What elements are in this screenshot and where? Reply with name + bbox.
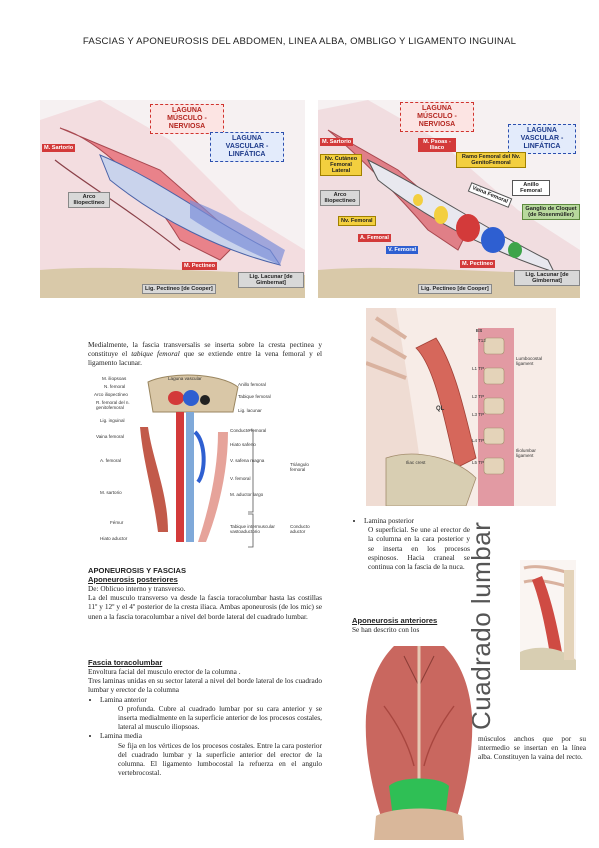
- anteriores-text-b: músculos anchos que por su intermedio se…: [478, 734, 586, 762]
- nv-femoral-label: Nv. Femoral: [338, 216, 376, 227]
- m-pectineo-label-2: M. Pectineo: [460, 260, 496, 269]
- lumbar-illustration: [366, 308, 514, 506]
- fig4-label-iliac-crest: Iliac crest: [406, 460, 426, 465]
- aponeurosis-section: APONEUROSIS Y FASCIAS Aponeurosis poster…: [88, 566, 322, 621]
- lamina-posterior-text: O superficial. Se une al erector de la c…: [368, 525, 470, 572]
- m-sartorio-label-2: M. Sartorio: [320, 138, 354, 147]
- fascia-line1: Envoltura facial del musculo erector de …: [88, 667, 241, 676]
- aponeurosis-anteriores-block: Aponeurosis anteriores Se han descrito c…: [352, 616, 470, 634]
- fig3-label-n-femoral: N. femoral: [104, 384, 126, 389]
- aponeurosis-line2: La del musculo transverso va desde la fa…: [88, 593, 322, 621]
- aponeurosis-posteriores-heading: Aponeurosis posteriores: [88, 575, 178, 584]
- figure-lacunas-right: LAGUNA MÚSCULO - NERVIOSA LAGUNA VASCULA…: [318, 100, 580, 298]
- fig3-label-femur: Fémur: [110, 520, 124, 525]
- lig-pectineo-label: Lig. Pectineo [de Cooper]: [142, 284, 216, 295]
- femoral-illustration: [140, 374, 254, 548]
- fig4-label-es: ES: [476, 328, 483, 333]
- a-femoral-label: A. Femoral: [358, 234, 391, 243]
- fig3-label-lacunar: Lig. lacunar: [238, 408, 262, 413]
- fascia-line2: Tres laminas unidas en su sector lateral…: [88, 676, 322, 695]
- fig4-label-l2: L2 TP: [472, 394, 485, 399]
- fig3-label-iliopsoas: M. iliopsoas: [102, 376, 127, 381]
- figure-cuadrado-small: [520, 560, 576, 670]
- fascia-section: Fascia toracolumbar Envoltura facial del…: [88, 658, 322, 777]
- figure-lacunas-left: LAGUNA MÚSCULO - NERVIOSA LAGUNA VASCULA…: [40, 100, 305, 298]
- m-pectineo-label: M. Pectineo: [182, 262, 218, 271]
- fig4-label-lumbocostal: Lumbocostal ligament: [516, 356, 543, 366]
- lamina-posterior-block: Lamina posterior O superficial. Se une a…: [352, 516, 470, 571]
- lamina-posterior-title: Lamina posterior: [364, 516, 415, 525]
- page-title: FASCIAS Y APONEUROSIS DEL ABDOMEN, LINEA…: [82, 36, 517, 47]
- nv-cutaneo-label: Nv. Cutáneo Femoral Lateral: [320, 154, 362, 177]
- laguna-musculo-box: LAGUNA MÚSCULO - NERVIOSA: [150, 104, 224, 135]
- fig4-label-l3: L3 TP: [472, 412, 485, 417]
- fig3-label-aductor: M. aductor largo: [230, 492, 264, 497]
- fascia-bullet-media: Lamina media Se fija en los vértices de …: [100, 731, 322, 777]
- intro-paragraph: Medialmente, la fascia transversalis se …: [88, 340, 322, 368]
- laguna-vascular-box: LAGUNA VASCULAR - LINFÁTICA: [210, 132, 284, 163]
- fig3-label-r-femoral: R. femoral del n. genitofemoral: [96, 400, 130, 410]
- lig-lacunar-label-2: Lig. Lacunar [de Gimbernat]: [514, 270, 580, 287]
- v-femoral-label: V. Femoral: [386, 246, 419, 255]
- fig4-label-ql: QL: [436, 406, 445, 412]
- lamina-posterior-list: Lamina posterior: [352, 516, 470, 525]
- fascia-heading: Fascia toracolumbar: [88, 658, 163, 667]
- figure-lumbar: ES T12 Lumbocostal ligament L1 TP L2 TP …: [366, 308, 556, 506]
- arco-label: Arco Iliopectineo: [68, 192, 110, 209]
- fig3-label-sartorio: M. sartorio: [100, 490, 122, 495]
- m-psoas-label: M. Psoas - Iliaco: [418, 138, 456, 153]
- fig3-label-vaina: Vaina femoral: [96, 434, 125, 439]
- back-muscles-illustration: [365, 646, 473, 840]
- fig4-label-l4: L4 TP: [472, 438, 485, 443]
- fascia-bullets: Lamina anterior O profunda. Cubre al cua…: [88, 695, 322, 778]
- figure-back-muscles: [364, 646, 474, 840]
- aponeurosis-line1: De: Oblicuo interno y transverso.: [88, 584, 186, 593]
- fig3-bracket-conducto: Conducto aductor: [290, 524, 310, 534]
- arco-label-2: Arco Iliopectineo: [320, 190, 360, 207]
- m-sartorio-label: M. Sartorio: [42, 144, 76, 153]
- bullet2-text: Se fija en los vértices de los procesos …: [118, 740, 322, 778]
- fig3-label-lig-inguinal: Lig. inguinal: [100, 418, 125, 423]
- figure-femoral-triangle: M. iliopsoas N. femoral Arco iliopectíne…: [88, 372, 328, 550]
- ramo-femoral-label: Ramo Femoral del Nv. GenitoFemoral: [456, 152, 526, 169]
- lig-pectineo-label-2: Lig. Pectineo [de Cooper]: [418, 284, 492, 295]
- laguna-musculo-box-2: LAGUNA MÚSCULO - NERVIOSA: [400, 102, 474, 133]
- aponeurosis-heading: APONEUROSIS Y FASCIAS: [88, 566, 187, 575]
- fig3-bracket-triangulo: Triángulo femoral: [290, 462, 309, 472]
- intro-text-b: que se extiende entre la vena femoral y …: [88, 349, 322, 368]
- fig4-label-l5: L5 TP: [472, 460, 485, 465]
- ganglio-label: Ganglio de Cloquet (de Rosenmüller): [522, 204, 580, 221]
- fig3-label-arco: Arco iliopectíneo: [94, 392, 128, 397]
- fig3-label-anillo: Anillo femoral: [238, 382, 266, 387]
- bullet1-text: O profunda. Cubre al cuadrado lumbar por…: [118, 703, 322, 732]
- laguna-vascular-box-2: LAGUNA VASCULAR - LINFÁTICA: [508, 124, 576, 155]
- anteriores-heading: Aponeurosis anteriores: [352, 616, 438, 625]
- fig3-label-tabique: Tabique femoral: [238, 394, 271, 399]
- fig4-label-iliolumbar: Iliolumbar ligament: [516, 448, 536, 458]
- fascia-bullet-anterior: Lamina anterior O profunda. Cubre al cua…: [100, 695, 322, 732]
- bullet2-title: Lamina media: [100, 731, 142, 741]
- fig3-label-conducto: Conducto femoral: [230, 428, 267, 433]
- lamina-posterior-item: Lamina posterior: [364, 516, 470, 525]
- cuadrado-lumbar-illustration: [520, 565, 576, 670]
- fig4-label-t12: T12: [478, 338, 486, 343]
- intro-italic: tabique femoral: [131, 349, 180, 359]
- anteriores-text-a: Se han descrito con los: [352, 625, 420, 634]
- fig3-label-v-femoral: V. femoral: [230, 476, 251, 481]
- bullet1-title: Lamina anterior: [100, 694, 147, 704]
- anillo-label: Anillo Femoral: [512, 180, 550, 197]
- intro-text-a: Medialmente, la fascia transversalis se …: [88, 340, 322, 359]
- lacunas-illustration: [40, 100, 305, 298]
- fig3-label-laguna-vascular: Laguna vascular: [168, 376, 202, 381]
- fig3-label-hiato-aductor: Hiato aductor: [100, 536, 128, 541]
- fig3-label-tabique-inter: Tabique intermuscular vastoaductorio: [230, 524, 275, 534]
- fig3-label-a-femoral: A. femoral: [100, 458, 121, 463]
- fig3-label-safena: V. safena magna: [230, 458, 265, 463]
- fig3-label-hiato-safeno: Hiato safeno: [230, 442, 256, 447]
- lig-lacunar-label: Lig. Lacunar [de Gimbernat]: [238, 272, 304, 289]
- fig4-label-l1: L1 TP: [472, 366, 485, 371]
